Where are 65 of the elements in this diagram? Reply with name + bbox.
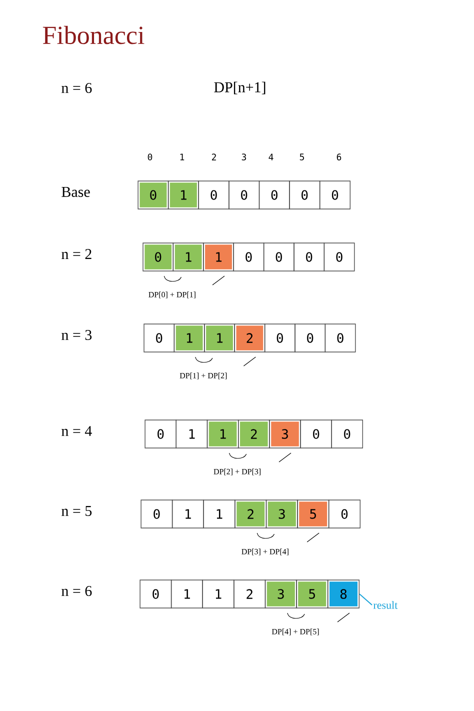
formula-label: DP[4] + DP[5] — [272, 628, 319, 636]
index-number: 3 — [242, 154, 246, 160]
result-label: result — [373, 601, 398, 609]
array-cell: 0 — [138, 180, 169, 210]
array-cell: 0 — [331, 420, 363, 448]
array-cell: 0 — [320, 180, 350, 210]
array-cell: 2 — [238, 420, 270, 448]
array-cell: 1 — [168, 180, 199, 210]
row-label: Base — [62, 187, 90, 197]
array-cell: 2 — [234, 580, 266, 608]
formula-label: DP[3] + DP[4] — [242, 548, 288, 556]
array-cell: 0 — [289, 180, 320, 210]
array-cell: 8 — [328, 580, 360, 608]
index-number: 4 — [268, 154, 274, 160]
array-cell: 1 — [172, 500, 204, 528]
array-cell: 0 — [294, 324, 326, 352]
array-cell: 1 — [172, 242, 204, 272]
array-cell: 3 — [269, 420, 301, 448]
array-cell: 0 — [144, 420, 176, 448]
array-cell: 2 — [234, 500, 267, 528]
array-cell: 1 — [204, 324, 235, 352]
array-cell: 0 — [258, 180, 290, 210]
index-number: 6 — [336, 154, 342, 160]
array-cell: 0 — [264, 324, 296, 352]
array-cell: 1 — [176, 420, 208, 448]
index-number: 2 — [212, 154, 216, 160]
array-cell: 1 — [203, 500, 236, 528]
array-cell: 0 — [142, 242, 174, 272]
array-cell: 0 — [328, 500, 360, 528]
row-label: n = 5 — [62, 506, 92, 516]
array-cell: 0 — [294, 242, 325, 272]
array-cell: 0 — [233, 242, 264, 272]
array-cell: 0 — [324, 242, 355, 272]
array-cell: 5 — [297, 500, 330, 528]
array-cell: 0 — [198, 180, 230, 210]
array-cell: 0 — [144, 324, 175, 352]
array-cell: 1 — [174, 324, 205, 352]
array-cell: 1 — [203, 242, 234, 272]
index-number: 1 — [180, 154, 184, 160]
formula-label: DP[1] + DP[2] — [180, 372, 227, 380]
row-label: n = 6 — [62, 586, 92, 596]
row-label: n = 2 — [62, 249, 92, 259]
title: Fibonacci — [42, 26, 144, 44]
array-cell: 0 — [300, 420, 332, 448]
heading-label: n = 6 — [62, 82, 92, 94]
formula-label: DP[2] + DP[3] — [214, 468, 261, 476]
array-cell: 5 — [296, 580, 328, 608]
index-number: 5 — [300, 154, 304, 160]
index-number: 0 — [148, 154, 152, 160]
leader-line — [359, 594, 372, 606]
heading-label: DP[n+1] — [214, 82, 266, 94]
array-cell: 1 — [170, 580, 203, 608]
array-cell: 0 — [263, 242, 294, 272]
array-cell: 1 — [206, 420, 239, 448]
array-cell: 0 — [140, 580, 172, 608]
array-cell: 3 — [264, 580, 297, 608]
array-cell: 0 — [228, 180, 260, 210]
array-cell: 3 — [266, 500, 298, 528]
row-label: n = 3 — [62, 330, 92, 340]
array-cell: 2 — [234, 324, 266, 352]
row-label: n = 4 — [62, 426, 92, 436]
array-cell: 1 — [202, 580, 234, 608]
array-cell: 0 — [324, 324, 356, 352]
array-cell: 0 — [140, 500, 173, 528]
formula-label: DP[0] + DP[1] — [148, 292, 196, 298]
